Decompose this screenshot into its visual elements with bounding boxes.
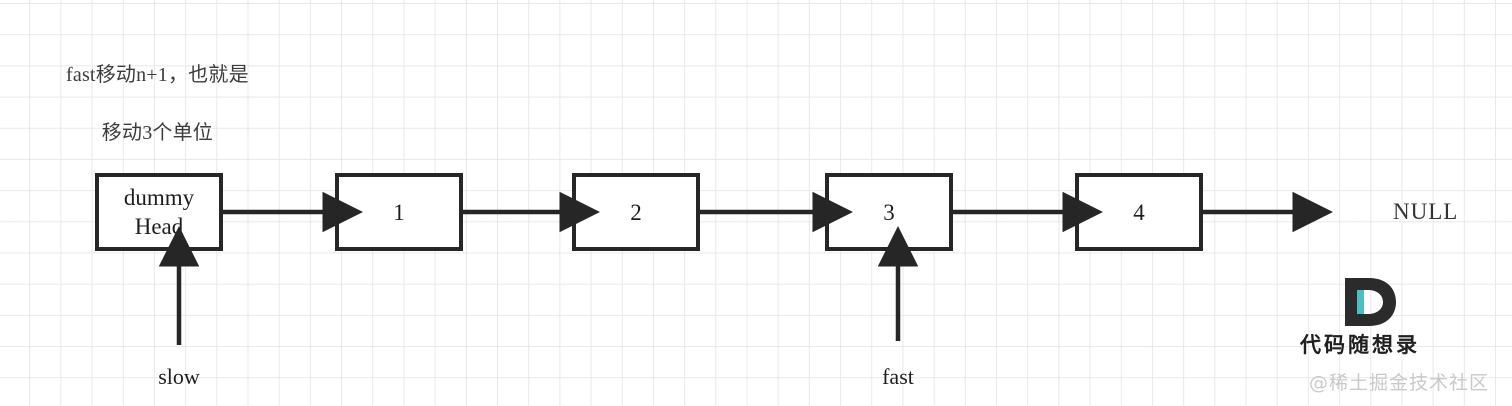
null-terminator-label: NULL	[1393, 199, 1459, 224]
annotation-line-2: 移动3个单位	[101, 122, 213, 144]
node-label-line1: 3	[883, 199, 895, 225]
list-node-1: 1	[335, 173, 463, 251]
logo-d-icon	[1345, 278, 1396, 326]
node-label-line1: 1	[393, 199, 405, 225]
pointer-label-fast: fast	[882, 364, 914, 389]
annotation-note: fast移动n+1，也就是 移动3个单位	[30, 32, 264, 177]
node-label-line1: 2	[630, 199, 642, 225]
annotation-line-1: fast移动n+1，也就是	[66, 64, 249, 86]
watermark: 代码随想录 @稀土掘金技术社区	[1295, 276, 1512, 406]
node-label-line1: 4	[1133, 199, 1145, 225]
watermark-brand: 代码随想录	[1300, 333, 1420, 357]
node-label-line1: dummy	[123, 185, 195, 210]
watermark-source: @稀土掘金技术社区	[1309, 372, 1490, 394]
pointer-label-slow: slow	[158, 364, 200, 389]
